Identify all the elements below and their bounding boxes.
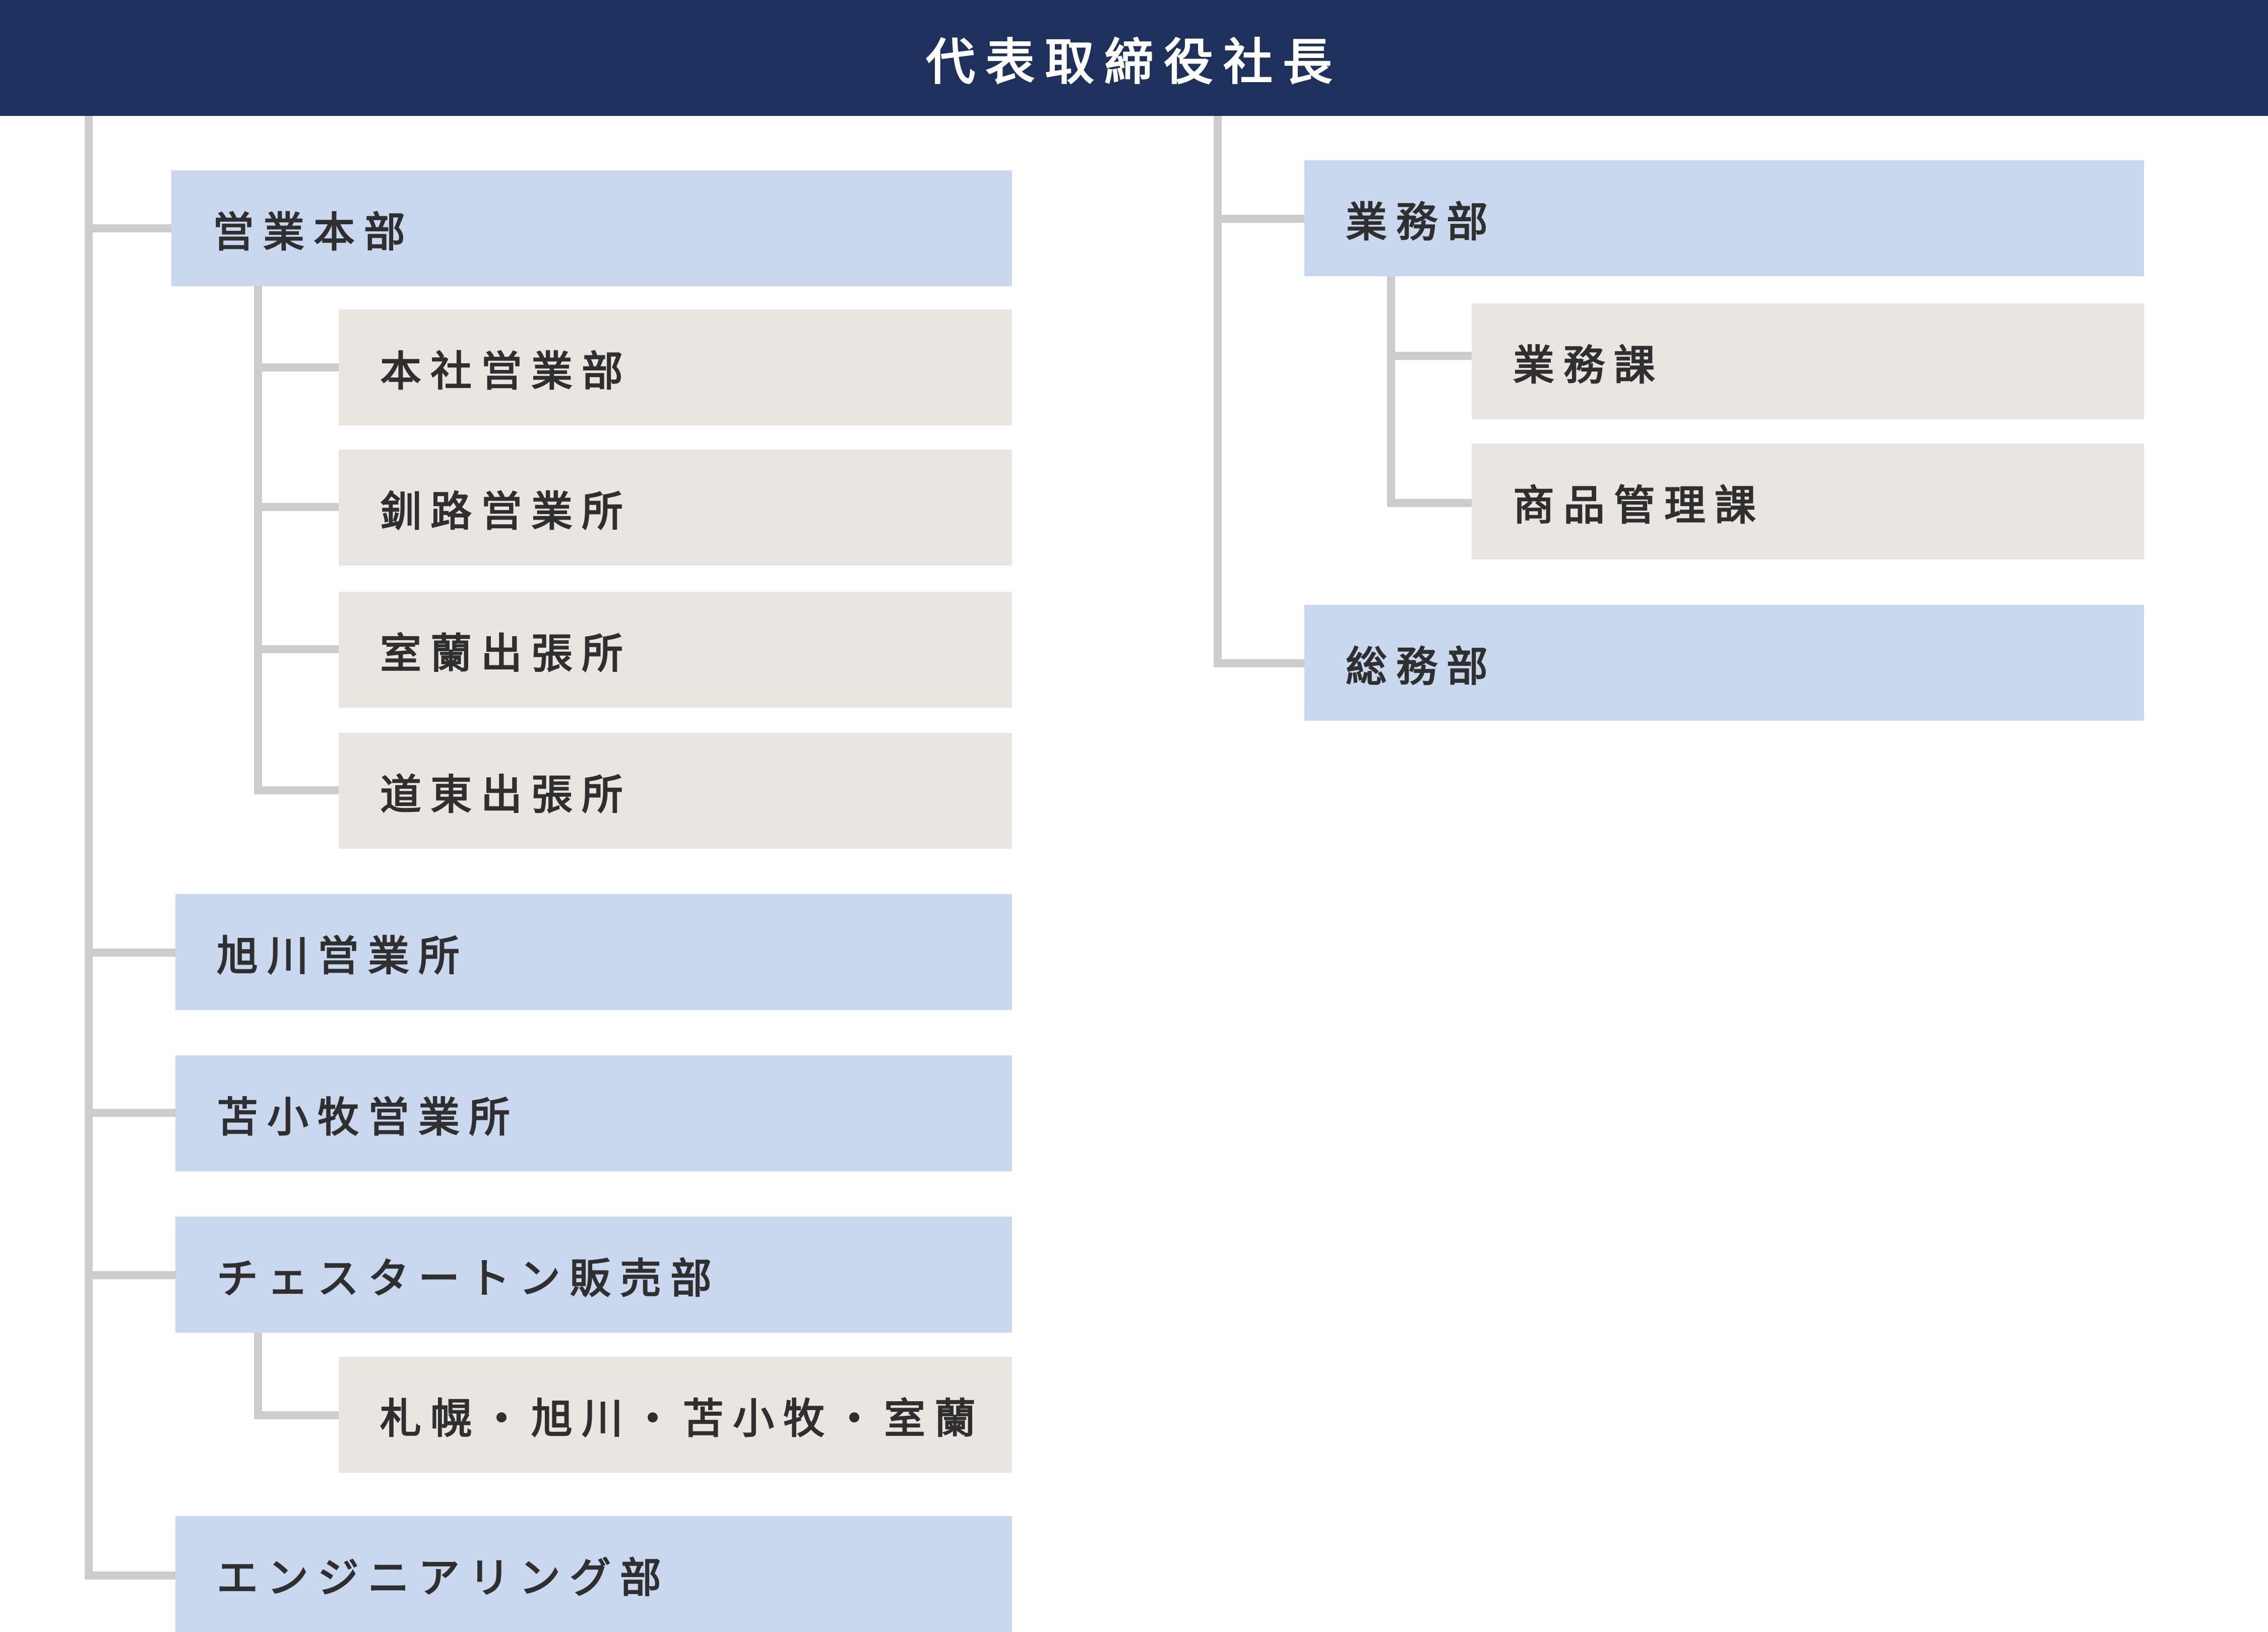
section-label: 室蘭出張所 [380,630,633,678]
left-main-connector [85,116,93,1576]
connector-engineering [85,1572,175,1580]
connector-honsha [254,363,339,371]
connector-gyomu-bu [1214,215,1304,223]
section-shohin-kanrika: 商品管理課 [1472,444,2144,559]
connector-chesterton [85,1271,175,1279]
dept-eigyo-honbu: 営業本部 [171,170,1012,286]
dept-label: エンジニアリング部 [217,1554,671,1602]
gyomu-bu-sub-connector [1387,276,1395,507]
header-bar: 代表取締役社長 [0,0,2268,116]
connector-gyomuka [1387,352,1472,360]
connector-asahikawa [85,949,175,957]
section-kushiro-eigyosho: 釧路営業所 [339,450,1012,566]
section-honsha-eigyobu: 本社営業部 [339,309,1012,425]
dept-label: 苫小牧営業所 [217,1093,520,1142]
connector-chesterton-region [254,1411,339,1419]
connector-tomakomai [85,1109,175,1117]
section-label: 道東出張所 [380,771,633,819]
connector-shohin-kanri [1387,499,1472,507]
dept-label: チェスタートン販売部 [217,1254,721,1303]
dept-somu-bu: 総務部 [1304,605,2144,721]
dept-asahikawa-eigyosho: 旭川営業所 [175,894,1012,1010]
section-label: 商品管理課 [1513,481,1766,530]
connector-muroran [254,645,339,653]
section-gyomuka: 業務課 [1472,303,2144,419]
section-label: 業務課 [1513,341,1665,390]
ceo-title: 代表取締役社長 [925,34,1342,91]
dept-label: 旭川営業所 [217,932,469,980]
connector-kushiro [254,503,339,511]
section-label: 本社営業部 [380,347,633,396]
section-label: 釧路営業所 [380,487,633,536]
dept-gyomu-bu: 業務部 [1304,160,2144,276]
dept-label: 総務部 [1346,643,1497,691]
section-chesterton-regions: 札幌・旭川・苫小牧・室蘭 [339,1357,1012,1473]
section-doto-shuchosho: 道東出張所 [339,733,1012,849]
dept-tomakomai-eigyosho: 苫小牧営業所 [175,1055,1012,1171]
dept-label: 営業本部 [213,208,415,257]
dept-chesterton-hanbaibu: チェスタートン販売部 [175,1217,1012,1333]
chesterton-sub-connector [254,1333,262,1419]
connector-eigyo-honbu [85,224,171,232]
connector-doto [254,786,339,794]
connector-somu-bu [1214,659,1304,667]
eigyo-honbu-sub-connector [254,286,262,794]
section-muroran-shuchosho: 室蘭出張所 [339,592,1012,708]
right-main-connector [1214,116,1222,667]
dept-label: 業務部 [1346,198,1497,246]
section-label: 札幌・旭川・苫小牧・室蘭 [380,1395,985,1443]
dept-engineering: エンジニアリング部 [175,1516,1012,1632]
